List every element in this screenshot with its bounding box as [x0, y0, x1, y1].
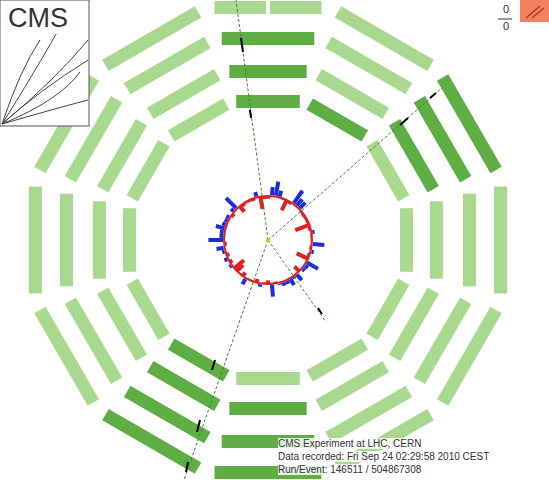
calo-tower	[253, 192, 258, 197]
muon-chamber	[437, 74, 502, 173]
experiment-caption: CMS Experiment at LHC, CERN	[278, 438, 421, 449]
muon-chamber	[494, 187, 507, 294]
calo-tower	[225, 197, 238, 210]
muon-chamber	[229, 65, 306, 78]
calo-tower	[270, 187, 275, 196]
muon-chamber	[430, 201, 443, 278]
calo-tower	[216, 246, 224, 251]
muon-chamber	[335, 6, 434, 71]
muon-chamber	[215, 1, 266, 14]
muon-chamber	[437, 307, 502, 406]
muon-chamber	[236, 372, 300, 385]
muon-chamber	[123, 208, 136, 272]
calo-tower	[313, 242, 325, 247]
calo-tower	[270, 285, 275, 297]
run-event-caption: Run/Event: 146511 / 504867308	[278, 464, 421, 475]
muon-chamber	[29, 187, 42, 294]
muon-chamber	[229, 402, 306, 415]
muon-chamber	[463, 194, 476, 287]
muon-tracks	[184, 0, 442, 480]
calorimeter-towers	[208, 181, 324, 297]
scale-number: 0	[503, 3, 509, 15]
logo-frame	[0, 0, 89, 126]
muon-chamber	[93, 201, 106, 278]
calo-tower	[295, 223, 310, 232]
track-hits	[186, 38, 436, 472]
muon-chamber	[60, 194, 73, 287]
logo-box: CMS	[6, 4, 76, 34]
muon-chamber	[222, 32, 315, 45]
scale-number: 0	[503, 20, 509, 32]
date-caption: Data recorded: Fri Sep 24 02:29:58 2010 …	[278, 451, 489, 462]
calo-tower	[219, 230, 224, 235]
scale-icon-mark	[526, 6, 544, 18]
calo-tower	[208, 238, 223, 242]
muon-chamber	[400, 208, 413, 272]
muon-chamber	[102, 6, 201, 71]
vertex	[266, 238, 270, 242]
muon-chamber	[34, 307, 99, 406]
calo-tower	[219, 234, 223, 238]
muon-chamber	[236, 95, 300, 108]
muon-chamber	[102, 409, 201, 474]
muon-chambers	[29, 1, 507, 479]
logo-text: CMS	[6, 4, 76, 34]
tracker-circle	[224, 196, 312, 284]
scale-icon	[520, 0, 549, 22]
calo-tower	[278, 190, 283, 197]
muon-chamber	[270, 1, 321, 14]
